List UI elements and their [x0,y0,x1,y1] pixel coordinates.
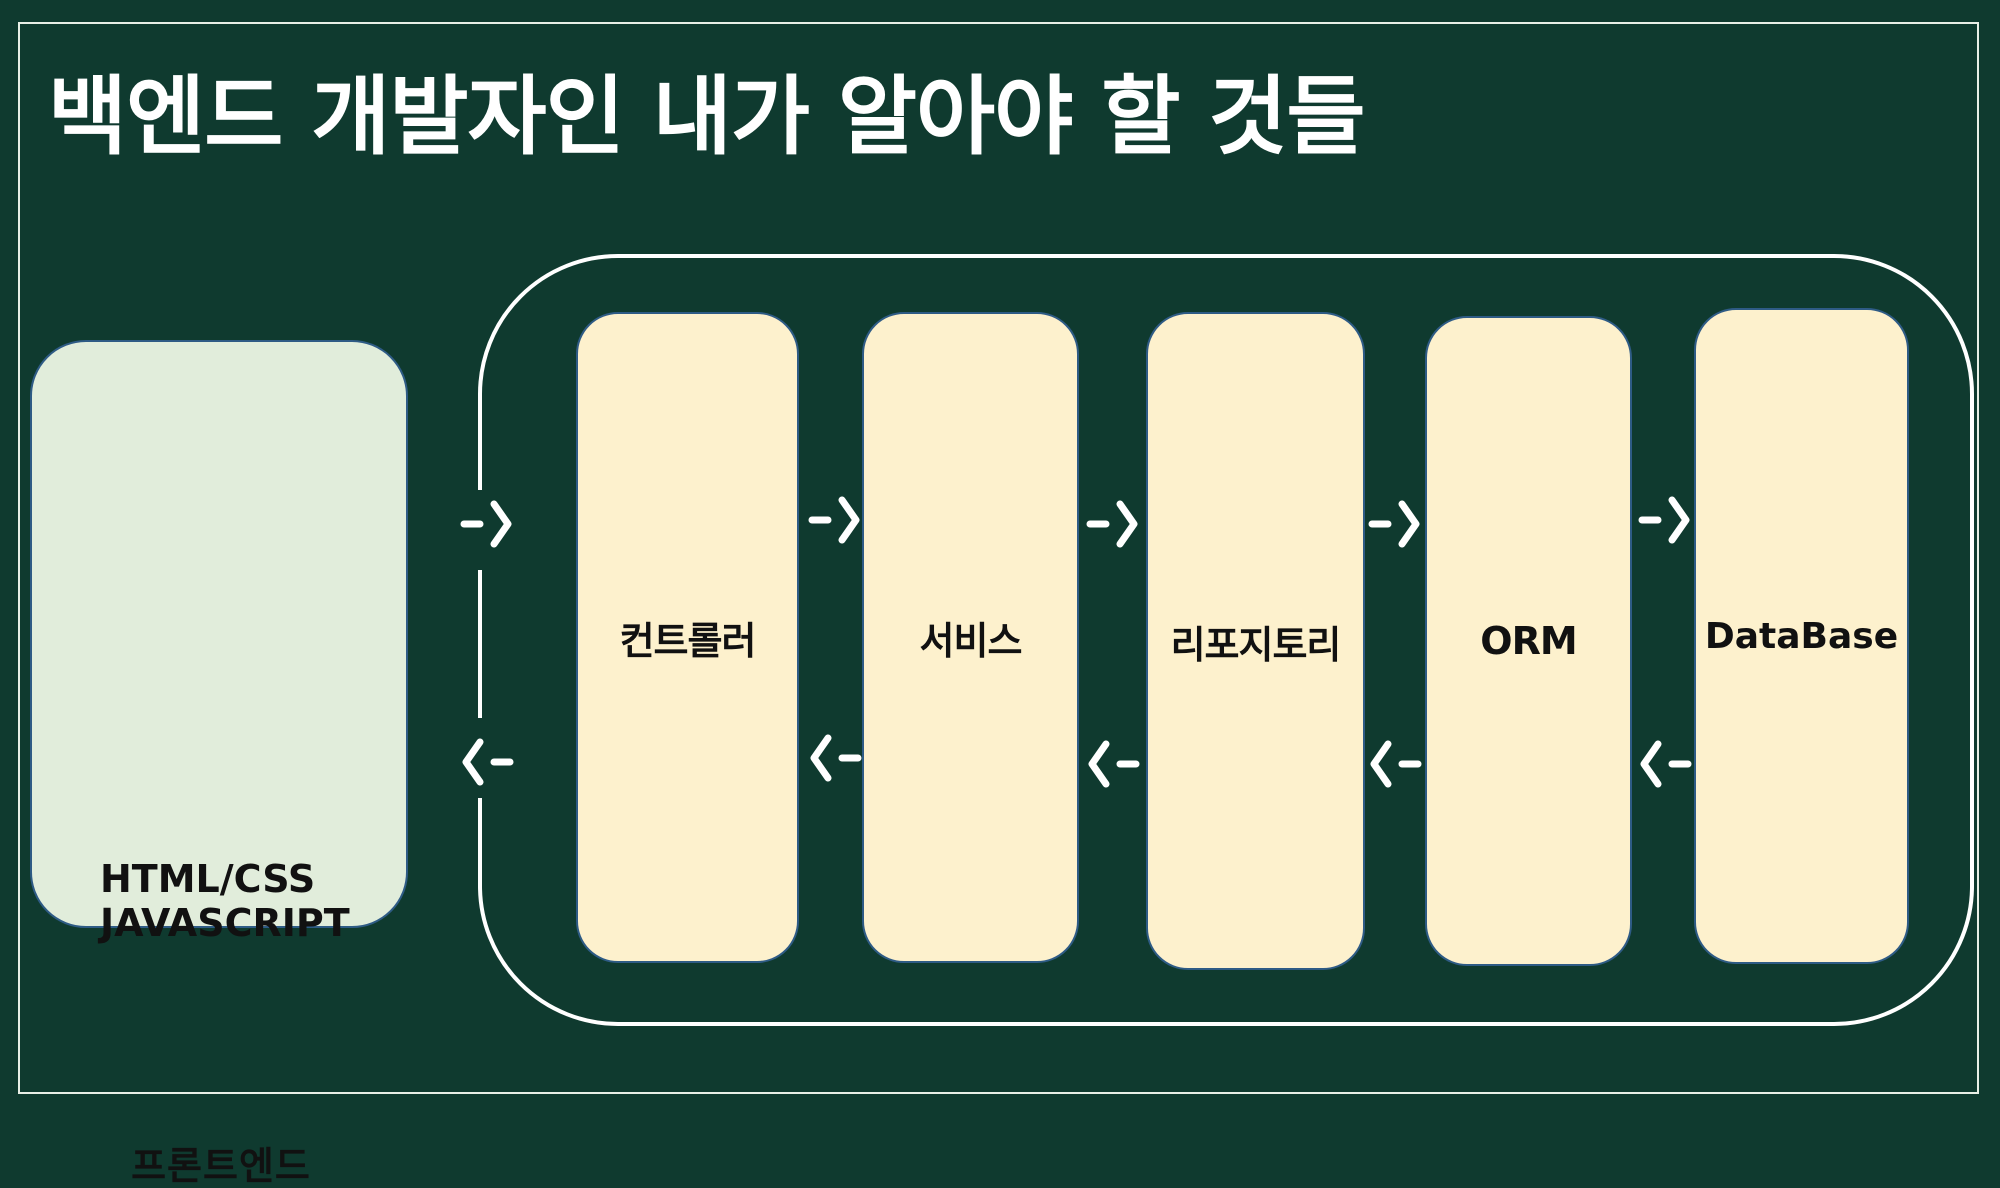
page-title: 백엔드 개발자인 내가 알아야 할 것들 [48,67,1366,167]
service-label: 서비스 [919,619,1023,663]
frontend-box: HTML/CSS JAVASCRIPT 프론트엔드 [30,340,408,1188]
arrow-left-icon [1640,740,1692,788]
service-box: 서비스 [862,312,1079,963]
arrow-left-icon [462,738,514,786]
controller-box: 컨트롤러 [576,312,799,963]
orm-label: ORM [1480,619,1577,663]
frontend-tech-javascript: JAVASCRIPT [100,901,350,945]
controller-label: 컨트롤러 [619,619,757,663]
frontend-tech-html-css: HTML/CSS [100,857,316,901]
arrow-right-icon [1368,500,1420,548]
database-label: DataBase [1704,615,1899,657]
arrow-left-icon [1370,740,1422,788]
database-box: DataBase [1694,308,1909,964]
orm-box: ORM [1425,316,1632,966]
arrow-right-icon [460,500,512,548]
frontend-label: 프론트엔드 [131,1144,311,1188]
arrow-right-icon [1638,496,1690,544]
arrow-right-icon [1086,500,1138,548]
backend-group-border [478,254,1974,1026]
frontend-tech-text: HTML/CSS JAVASCRIPT [100,857,400,945]
repository-box: 리포지토리 [1146,312,1365,970]
arrow-left-icon [1088,740,1140,788]
arrow-right-icon [808,496,860,544]
arrow-left-icon [810,734,862,782]
slide-frame [18,22,1979,1094]
repository-label: 리포지토리 [1170,622,1342,667]
border-gap-top [472,490,488,570]
